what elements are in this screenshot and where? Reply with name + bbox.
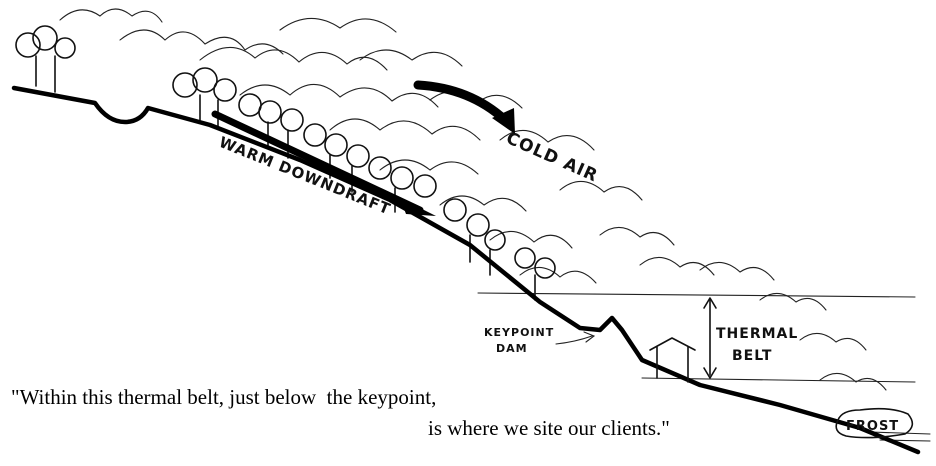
thermal-label: THERMAL bbox=[716, 326, 798, 342]
thermal-belt-arrow-icon bbox=[703, 297, 717, 379]
frost-label: FROST bbox=[846, 419, 899, 434]
keypoint-arrow-icon bbox=[555, 331, 596, 345]
cold-air-arrow-icon bbox=[413, 80, 515, 134]
keypoint-label: KEYPOINT bbox=[484, 326, 554, 339]
warm-downdraft-arrow-icon bbox=[211, 110, 436, 216]
caption-line-2: is where we site our clients." bbox=[428, 416, 670, 440]
belt-label: BELT bbox=[732, 348, 772, 364]
dam-label: DAM bbox=[496, 342, 528, 355]
hillside-ground bbox=[11, 85, 921, 455]
caption-line-1: "Within this thermal belt, just below th… bbox=[11, 385, 437, 409]
cold-air-label: COLD AIR bbox=[503, 128, 601, 186]
warm-downdraft-label: WARM DOWNDRAFT bbox=[217, 133, 394, 218]
hut-icon bbox=[649, 337, 696, 383]
frost-outline-icon bbox=[835, 407, 914, 439]
